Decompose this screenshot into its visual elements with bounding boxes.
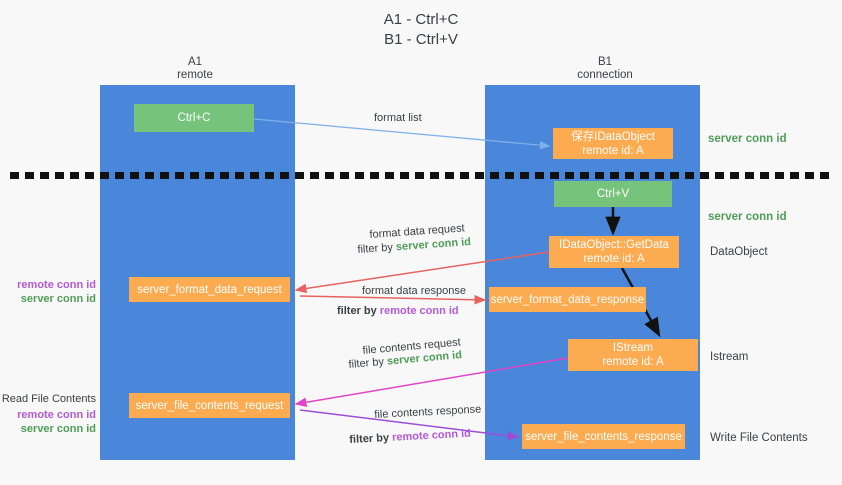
edge-label-format-list: format list: [374, 112, 422, 124]
annotation-file-remote-conn-id: remote conn id: [17, 409, 96, 421]
annotation-file-server-conn-id: server conn id: [20, 423, 96, 435]
filter-prefix: filter by: [357, 241, 397, 256]
node-getdata-line1: IDataObject::GetData: [559, 239, 669, 251]
annotation-istream: Istream: [710, 351, 749, 363]
node-save-idataobject-line2: remote id: A: [582, 144, 644, 157]
annotation-read-file-contents-heading: Read File Contents: [1, 393, 96, 405]
page-title: A1 - Ctrl+C B1 - Ctrl+V: [0, 10, 842, 50]
title-line-1: A1 - Ctrl+C: [383, 11, 459, 28]
node-server-format-data-response-label: server_format_data_response: [490, 293, 645, 306]
column-header-b1: B1 connection: [530, 56, 680, 82]
annotation-read-file-contents: Read File Contents remote conn id server…: [0, 392, 96, 436]
node-getdata-line2: remote id: A: [583, 253, 645, 265]
annotation-format-conn-ids: remote conn id server conn id: [0, 278, 96, 306]
column-a1-role: remote: [177, 69, 213, 81]
filter-key-remote-conn-id: remote conn id: [391, 427, 472, 444]
edge-format-list: [253, 118, 551, 150]
annotation-format-remote-conn-id: remote conn id: [17, 279, 96, 291]
node-getdata[interactable]: IDataObject::GetData remote id: A: [549, 236, 679, 268]
edge-file-contents-request: [294, 357, 569, 407]
column-b1-name: B1: [597, 56, 613, 68]
node-server-format-data-response[interactable]: server_format_data_response: [489, 287, 646, 312]
edge-file-contents-response: [299, 409, 520, 441]
filter-key-remote-conn-id: remote conn id: [379, 305, 459, 317]
edge-label-format-data-response: format data response: [362, 285, 466, 297]
node-ctrl-v-label: Ctrl+V: [596, 188, 630, 200]
annotation-format-server-conn-id: server conn id: [20, 293, 96, 305]
filter-prefix: filter by: [337, 305, 380, 317]
node-server-format-data-request[interactable]: server_format_data_request: [129, 277, 290, 302]
column-a1-name: A1: [187, 56, 203, 68]
edge-format-data-request: [294, 251, 550, 294]
annotation-server-conn-id-2: server conn id: [708, 211, 787, 223]
annotation-server-conn-id-1: server conn id: [708, 133, 787, 145]
node-server-file-contents-request[interactable]: server_file_contents_request: [129, 393, 290, 418]
column-b1-role: connection: [577, 69, 633, 81]
node-ctrl-v[interactable]: Ctrl+V: [554, 181, 672, 207]
phase-divider: [10, 172, 832, 179]
node-server-file-contents-request-label: server_file_contents_request: [135, 399, 284, 412]
filter-key-server-conn-id: server conn id: [395, 236, 472, 254]
node-save-idataobject[interactable]: 保存IDataObject remote id: A: [553, 128, 673, 159]
node-ctrl-c[interactable]: Ctrl+C: [134, 104, 254, 132]
node-server-format-data-request-label: server_format_data_request: [137, 283, 282, 296]
filter-prefix: filter by: [349, 431, 393, 446]
node-server-file-contents-response-label: server_file_contents_response: [525, 430, 682, 443]
title-line-2: B1 - Ctrl+V: [384, 31, 458, 48]
column-header-a1: A1 remote: [120, 56, 270, 82]
annotation-write-file-contents: Write File Contents: [710, 432, 808, 444]
edge-label-format-data-response-filter: filter by remote conn id: [337, 304, 459, 319]
filter-prefix: filter by: [348, 355, 388, 371]
node-server-file-contents-response[interactable]: server_file_contents_response: [522, 424, 685, 449]
node-istream-line1: IStream: [612, 342, 654, 354]
annotation-dataobject: DataObject: [710, 246, 768, 258]
node-ctrl-c-label: Ctrl+C: [177, 112, 211, 124]
edge-format-data-response: [299, 294, 487, 305]
node-istream[interactable]: IStream remote id: A: [568, 339, 698, 371]
node-istream-line2: remote id: A: [602, 356, 664, 368]
node-save-idataobject-line1: 保存IDataObject: [571, 130, 655, 143]
